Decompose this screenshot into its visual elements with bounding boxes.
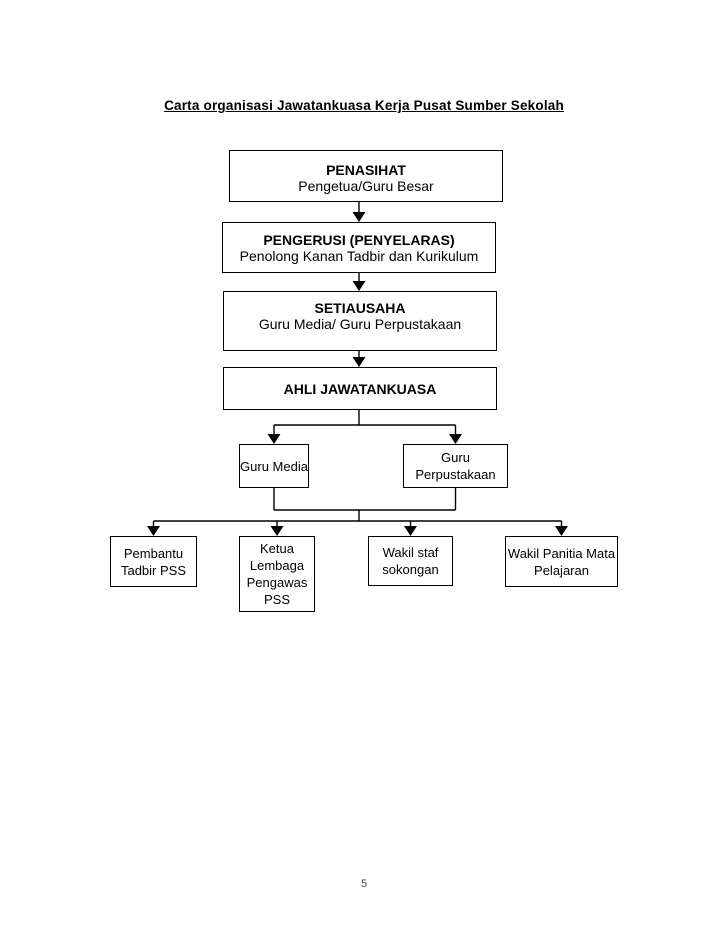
org-node-guru-perpustakaan: Guru Perpustakaan: [403, 444, 508, 488]
org-node-ketua-lembaga-pengawas-pss: Ketua Lembaga Pengawas PSS: [239, 536, 315, 612]
page-number: 5: [360, 878, 368, 890]
org-node-setiausaha: SETIAUSAHA Guru Media/ Guru Perpustakaan: [223, 291, 497, 351]
org-node-pembantu-tadbir-pss: Pembantu Tadbir PSS: [110, 536, 197, 587]
node-label: Guru Media: [240, 458, 308, 474]
node-label: Guru Perpustakaan: [415, 450, 496, 482]
node-person: Pengetua/Guru Besar: [298, 177, 434, 194]
org-node-penasihat: PENASIHAT Pengetua/Guru Besar: [229, 150, 503, 202]
node-role: PENASIHAT: [326, 161, 406, 178]
page-title: Carta organisasi Jawatankuasa Kerja Pusa…: [164, 98, 564, 113]
org-node-guru-media: Guru Media: [239, 444, 309, 488]
node-person: Penolong Kanan Tadbir dan Kurikulum: [239, 247, 479, 264]
org-node-pengerusi: PENGERUSI (PENYELARAS) Penolong Kanan Ta…: [222, 222, 496, 273]
node-person: Guru Media/ Guru Perpustakaan: [258, 316, 462, 332]
org-node-wakil-panitia-mata-pelajaran: Wakil Panitia Mata Pelajaran: [505, 536, 618, 587]
node-role: PENGERUSI (PENYELARAS): [263, 231, 455, 248]
node-role: SETIAUSAHA: [314, 300, 406, 316]
org-node-ahli-jawatankuasa: AHLI JAWATANKUASA: [223, 367, 497, 410]
org-node-wakil-staf-sokongan: Wakil staf sokongan: [368, 536, 453, 586]
node-label: Pembantu Tadbir PSS: [120, 545, 187, 578]
node-label: Wakil Panitia Mata Pelajaran: [507, 545, 616, 578]
node-label: Wakil staf sokongan: [382, 545, 439, 577]
node-label: Ketua Lembaga Pengawas PSS: [246, 541, 308, 607]
node-role: AHLI JAWATANKUASA: [283, 380, 437, 397]
